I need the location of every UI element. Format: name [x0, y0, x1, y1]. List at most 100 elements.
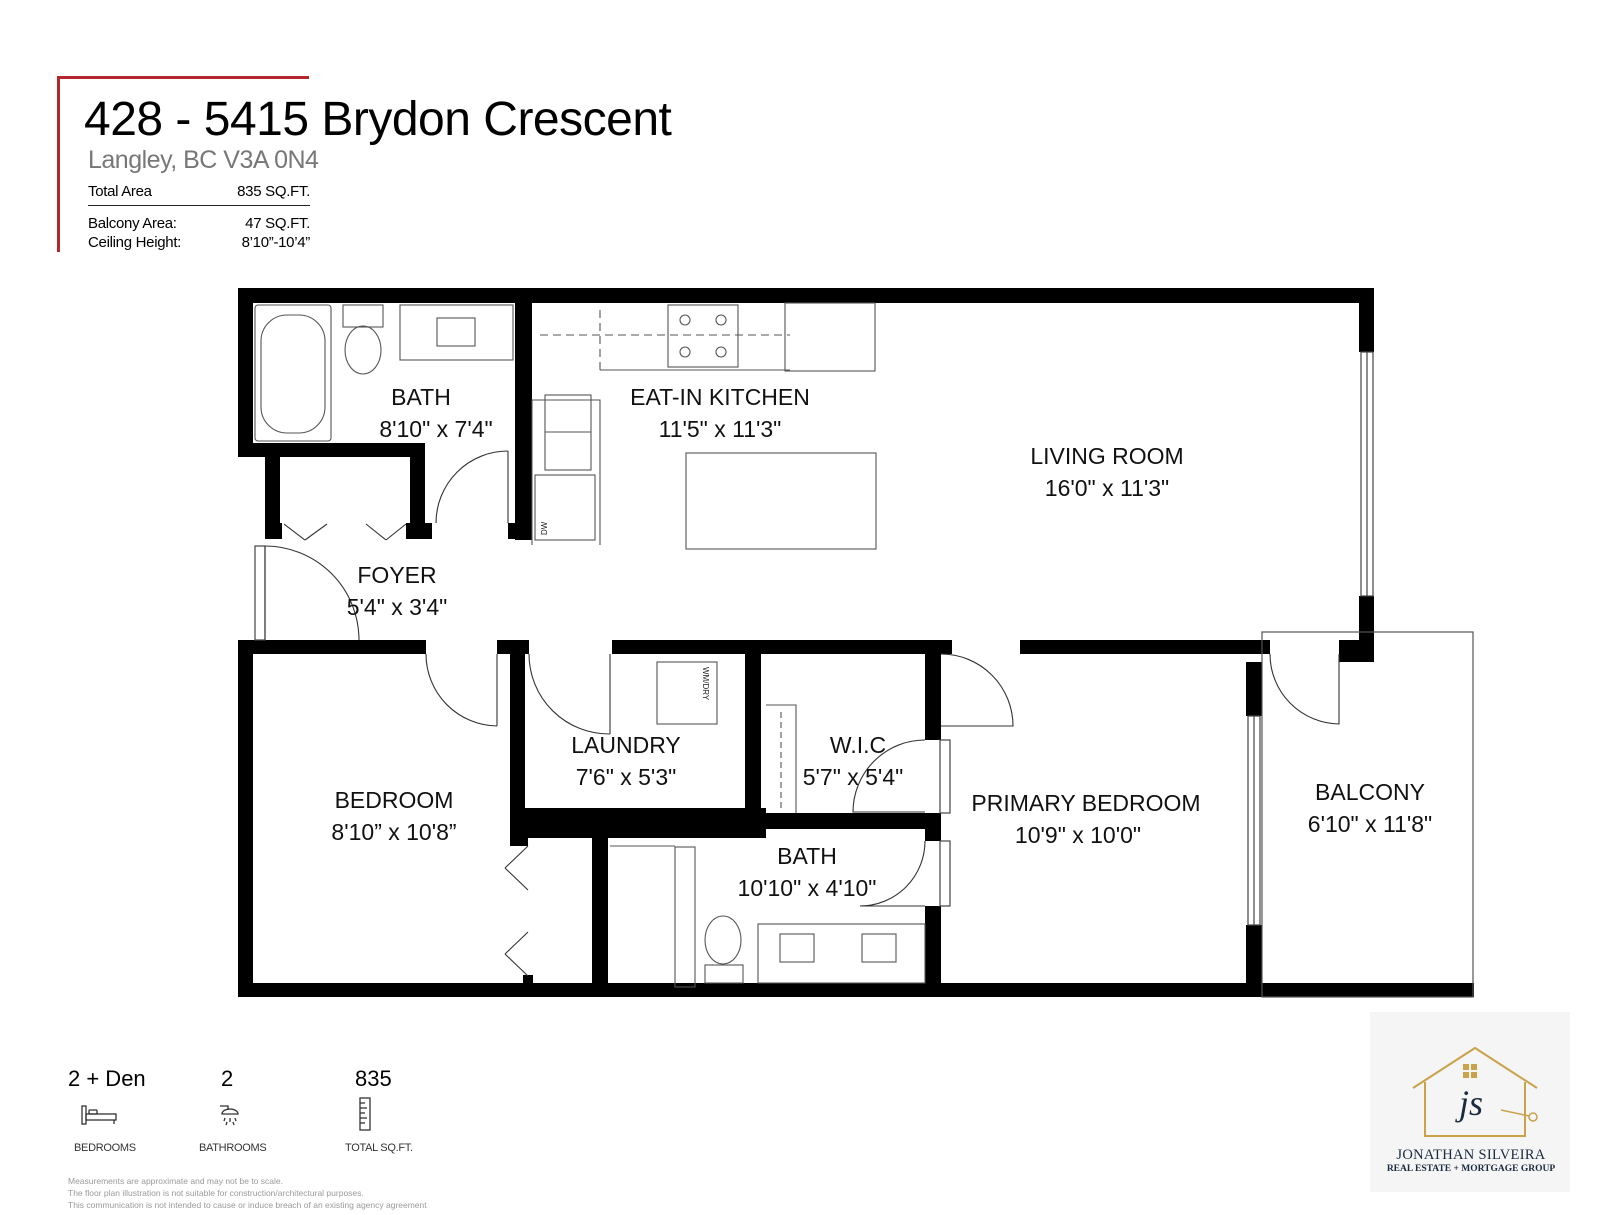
- sink-bath1: [436, 317, 476, 347]
- window-bath2: [939, 840, 951, 907]
- room-foyer-name: FOYER: [357, 562, 436, 588]
- stat-bathrooms-value: 2: [221, 1066, 234, 1091]
- closet-door-bedroom-2: [504, 867, 529, 891]
- wall-bath1-south: [238, 443, 425, 457]
- toilet-bowl-bath2: [704, 915, 742, 965]
- wall-bath1-door-jamb: [406, 523, 432, 539]
- wall-bath1-inner: [410, 443, 425, 539]
- burner-2: [715, 314, 727, 326]
- room-laundry-size: 7'6" x 5'3": [576, 764, 677, 790]
- wall-east-upper: [1359, 288, 1374, 352]
- room-bath2-name: BATH: [777, 843, 837, 869]
- entry-door-frame: [254, 545, 266, 641]
- closet-door-foyer-4: [385, 523, 407, 541]
- closet-door-foyer-2: [304, 523, 328, 541]
- toilet-tank-bath1: [342, 304, 384, 328]
- wall-wic-east-upper: [925, 640, 941, 740]
- room-primary-name: PRIMARY BEDROOM: [971, 790, 1200, 816]
- header-accent-frame: [57, 76, 309, 252]
- wall-foyer-jamb: [265, 523, 282, 539]
- wall-mid-4: [1020, 640, 1270, 654]
- ceiling-height-value: 8’10”-10’4”: [241, 234, 311, 251]
- toilet-bowl-bath1: [344, 325, 382, 375]
- burner-1: [679, 314, 691, 326]
- sink-bath2-right: [861, 933, 897, 963]
- door-swing-primary: [940, 653, 1014, 727]
- room-laundry-name: LAUNDRY: [571, 732, 681, 758]
- room-balcony-size: 6'10" x 11'8": [1308, 811, 1432, 837]
- header-divider: [88, 205, 310, 206]
- logo-subtitle: REAL ESTATE + MORTGAGE GROUP: [1386, 1164, 1556, 1174]
- door-swing-wic: [852, 739, 926, 813]
- room-wic-name: W.I.C: [830, 732, 886, 758]
- walls: [238, 288, 1474, 997]
- stat-bedrooms-caption: BEDROOMS: [74, 1142, 136, 1154]
- room-foyer-size: 5'4" x 3'4": [347, 594, 448, 620]
- wall-laundry-south: [510, 808, 766, 838]
- stat-sqft-caption: TOTAL SQ.FT.: [345, 1142, 413, 1154]
- shower-bath2: [674, 846, 696, 988]
- fixtures: [254, 302, 926, 988]
- windows: [254, 351, 1374, 926]
- stat-bathrooms-caption: BATHROOMS: [199, 1142, 267, 1154]
- shower-icon: [220, 1105, 239, 1126]
- refrigerator: [784, 302, 876, 372]
- kitchen-island: [685, 452, 877, 550]
- ruler-icon: [359, 1097, 371, 1131]
- cooktop: [667, 304, 739, 368]
- wall-balcony-upper: [1246, 662, 1262, 716]
- door-swing-bedroom: [425, 653, 498, 727]
- room-primary-size: 10'9" x 10'0": [1015, 822, 1141, 848]
- room-wic-size: 5'7" x 5'4": [803, 764, 904, 790]
- closet-door-bedroom-1: [504, 845, 529, 869]
- door-swing-entry: [264, 545, 360, 641]
- room-bath1-name: BATH: [391, 384, 451, 410]
- burner-4: [715, 346, 727, 358]
- closet-door-bedroom-3: [504, 931, 529, 955]
- balcony-area-label: Balcony Area:: [88, 215, 177, 232]
- door-swing-bath1: [435, 450, 509, 524]
- closet-door-bedroom-4: [504, 953, 529, 977]
- page-title: 428 - 5415 Brydon Crescent: [84, 93, 672, 146]
- room-kitchen-name: EAT-IN KITCHEN: [630, 384, 810, 410]
- wall-north: [238, 288, 1374, 303]
- total-area-label: Total Area: [88, 183, 152, 200]
- kitchen-counter-left: [531, 399, 601, 545]
- wall-bath2-east-lower: [925, 906, 941, 997]
- wall-west-lower: [238, 640, 253, 997]
- wall-bedroom-closet-top: [510, 836, 528, 846]
- disclaimer-line-2: The floor plan illustration is not suita…: [68, 1188, 364, 1198]
- bathtub-basin: [260, 314, 326, 434]
- room-bath1-size: 8'10" x 7'4": [379, 416, 492, 442]
- house-logo-icon: js: [1412, 1046, 1538, 1137]
- disclaimer-line-1: Measurements are approximate and may not…: [68, 1176, 283, 1186]
- room-bedroom-name: BEDROOM: [335, 787, 454, 813]
- wall-west-upper: [238, 288, 253, 448]
- room-balcony-name: BALCONY: [1315, 779, 1425, 805]
- bathtub: [254, 304, 332, 442]
- vanity-bath2: [757, 923, 926, 984]
- burner-3: [679, 346, 691, 358]
- door-swing-laundry: [528, 653, 611, 735]
- wall-south: [238, 983, 1474, 997]
- toilet-tank-bath2: [704, 964, 744, 984]
- dishwasher: [534, 474, 596, 541]
- closet-door-foyer-1: [283, 523, 306, 541]
- ceiling-height-label: Ceiling Height:: [88, 234, 182, 251]
- sink-bath2-left: [779, 933, 815, 963]
- wall-bedroom-laundry: [510, 640, 525, 840]
- wall-bath1-door-jamb-2: [508, 523, 532, 539]
- logo-name: JONATHAN SILVEIRA: [1396, 1147, 1546, 1163]
- door-swings: [264, 450, 1340, 977]
- stat-sqft-value: 835: [355, 1066, 392, 1091]
- stat-bedrooms-value: 2 + Den: [68, 1066, 146, 1091]
- wic-shelf: [766, 704, 797, 813]
- wall-mid-1: [238, 640, 426, 654]
- wall-wic-south: [745, 813, 941, 829]
- balcony-outline: [1261, 631, 1474, 998]
- room-bath2-size: 10'10" x 4'10": [738, 875, 877, 901]
- wall-laundry-wic: [745, 640, 761, 820]
- wall-mid-3: [612, 640, 952, 654]
- total-area-value: 835 SQ.FT.: [237, 183, 310, 200]
